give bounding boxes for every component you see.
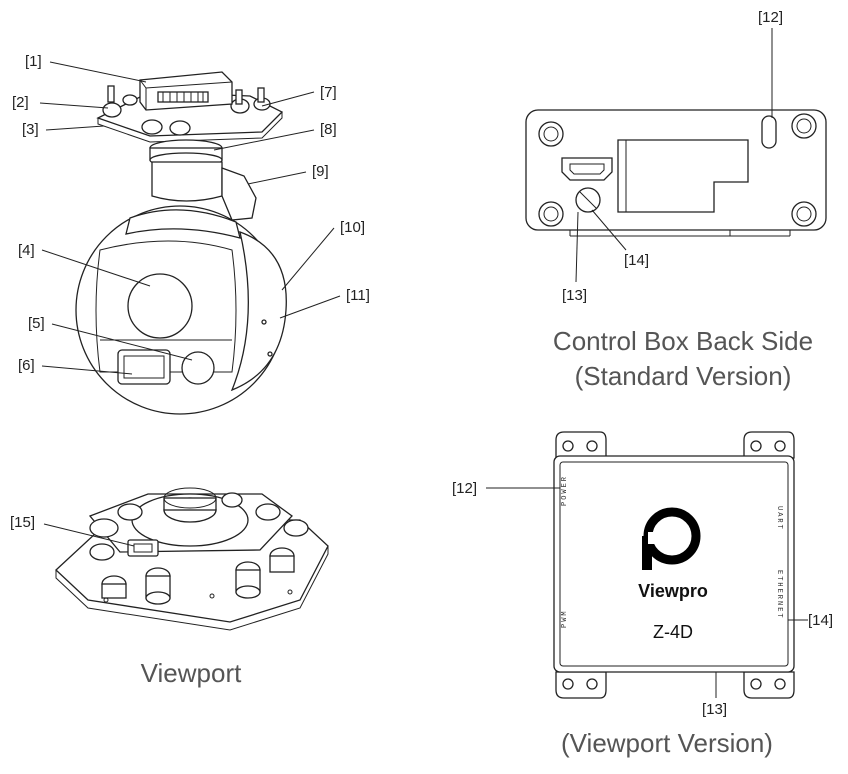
callout-4: [4] [18, 242, 35, 259]
callout-12-front: [12] [452, 480, 477, 497]
caption-control-box-line1: Control Box Back Side [553, 326, 813, 356]
brand-name: Viewpro [638, 581, 708, 601]
callout-14-back: [14] [624, 252, 649, 269]
callout-12-back: [12] [758, 9, 783, 26]
callout-13-front: [13] [702, 701, 727, 718]
viewpro-logo-icon [642, 507, 701, 570]
viewport-plate-drawing [55, 487, 329, 631]
gimbal-arm [151, 161, 257, 221]
port-label-power: POWER [561, 475, 569, 506]
top-connector-box [139, 71, 233, 111]
callout-14-front: [14] [808, 612, 833, 629]
gimbal-camera-drawing [75, 71, 287, 415]
gimbal-callouts: [1] [2] [3] [7] [8] [9] [10] [11] [4] [5… [12, 53, 370, 375]
caption-control-box-line2: (Standard Version) [575, 361, 792, 391]
control-box-back-drawing [525, 109, 827, 237]
callout-10: [10] [340, 219, 365, 236]
port-label-uart: UART [775, 506, 783, 531]
callout-2: [2] [12, 94, 29, 111]
caption-viewport-version: (Viewport Version) [561, 728, 773, 758]
camera-ball [75, 205, 287, 415]
damper-balls [102, 85, 271, 136]
callout-6: [6] [18, 357, 35, 374]
callout-5: [5] [28, 315, 45, 332]
control-box-front-drawing: Viewpro Z-4D POWER PWM UART ETHERNET [553, 431, 795, 699]
callout-13-back: [13] [562, 287, 587, 304]
model-name: Z-4D [653, 622, 693, 642]
control-box-front-callouts: [12] [14] [13] [452, 480, 833, 718]
caption-viewport: Viewport [141, 658, 242, 688]
callout-8: [8] [320, 121, 337, 138]
callout-3: [3] [22, 121, 39, 138]
port-label-ethernet: ETHERNET [775, 570, 783, 620]
port-label-pwm: PWM [561, 609, 569, 628]
viewport-dampers [89, 492, 309, 605]
callout-15: [15] [10, 514, 35, 531]
callout-1: [1] [25, 53, 42, 70]
callout-11: [11] [346, 287, 370, 304]
callout-9: [9] [312, 163, 329, 180]
control-box-back-callouts: [12] [13] [14] [562, 9, 783, 304]
callout-7: [7] [320, 84, 337, 101]
